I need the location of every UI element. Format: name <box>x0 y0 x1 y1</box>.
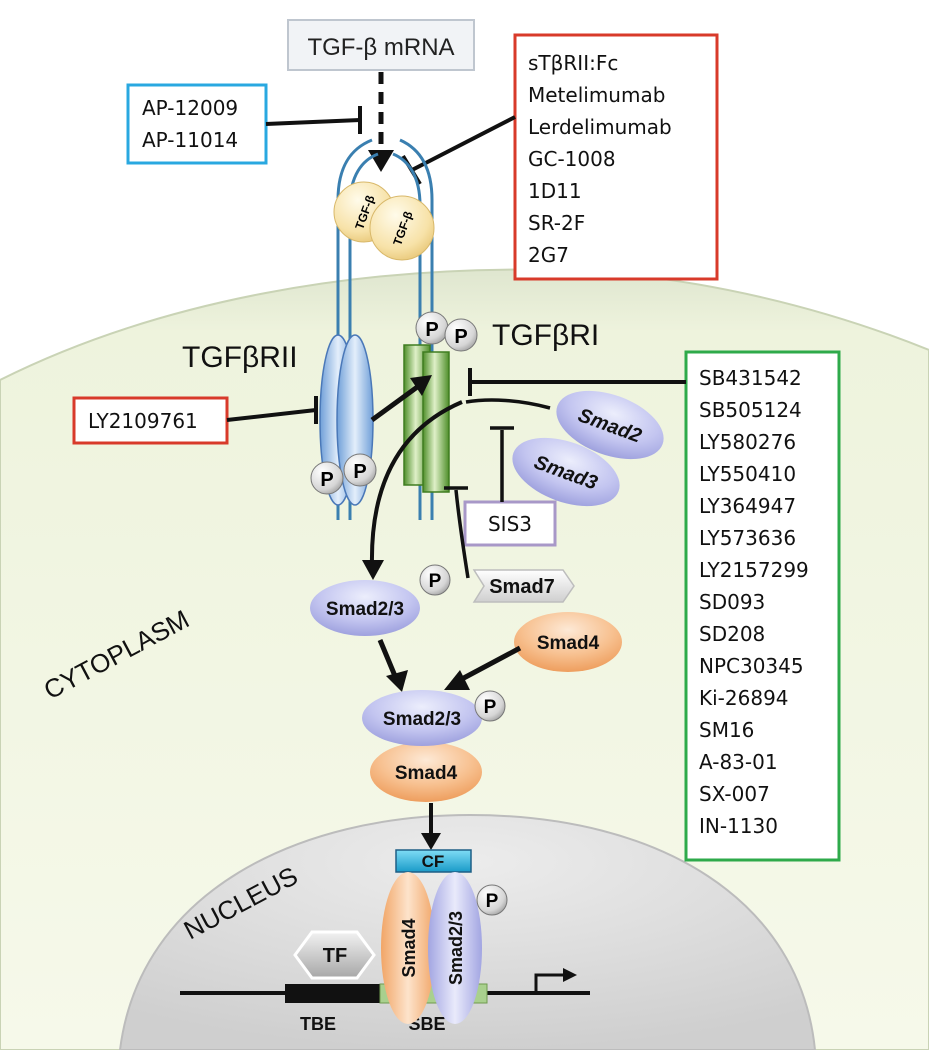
ly2109761-inhibition-line <box>226 408 317 422</box>
ligand-trap-item: Lerdelimumab <box>528 115 672 139</box>
cofactor-box: CF <box>395 849 472 873</box>
smad7-inhibition-line <box>454 489 470 579</box>
smad4-label: Smad4 <box>399 918 419 977</box>
smad7-label: Smad7 <box>489 576 555 598</box>
smad23-label: Smad2/3 <box>383 709 461 730</box>
transcription-start-arrow-head <box>563 968 577 982</box>
phospho-label: P <box>484 697 497 718</box>
kinase-inhibitor-item: SM16 <box>699 718 754 742</box>
transcription-factor: TF <box>293 930 376 980</box>
tgfbri-receptor <box>403 325 450 520</box>
phospho-label: P <box>353 461 366 483</box>
tgfbrii-phospho: P P <box>310 453 377 495</box>
kinase-inhibitor-item: SD208 <box>699 622 765 646</box>
smad-recruitment-line <box>465 398 551 410</box>
phospho-label: P <box>429 571 442 592</box>
antisense-inhibitor-box: AP-12009 AP-11014 <box>126 83 268 165</box>
smad4-to-complex-arrow-head <box>444 670 470 690</box>
kinase-inhibitor-item: LY550410 <box>699 462 796 486</box>
smad-phosphorylation-arrow-head <box>362 560 384 580</box>
tgf-beta-mrna-label: TGF-β mRNA <box>307 34 454 61</box>
phospho-label: P <box>320 469 333 491</box>
kinase-inhibitor-item: IN-1130 <box>699 814 778 838</box>
antisense-item: AP-11014 <box>142 128 238 152</box>
smad3-node: Smad3 <box>512 437 620 507</box>
smad23-label: Smad2/3 <box>326 599 404 620</box>
phospho-label: P <box>454 326 467 348</box>
tbe-element <box>285 984 380 1003</box>
kinase-inhibitor-item: LY364947 <box>699 494 796 518</box>
kinase-inhibitor-item: NPC30345 <box>699 654 804 678</box>
cf-label: CF <box>422 852 445 871</box>
ly2109761-box: LY2109761 <box>72 396 229 445</box>
kinase-inhibitor-item: A-83-01 <box>699 750 778 774</box>
kinase-inhibitor-item: SD093 <box>699 590 765 614</box>
rii-to-ri-arrow-head <box>410 375 432 396</box>
phospho-label: P <box>425 319 438 341</box>
tgfbri-phospho: P P <box>415 311 478 352</box>
tgfbri-label: TGFβRI <box>492 319 599 352</box>
ligand-trap-item: 2G7 <box>528 243 569 267</box>
rii-to-ri-arrow <box>370 382 422 423</box>
kinase-inhibitor-item: LY580276 <box>699 430 796 454</box>
smad7-node: Smad7 <box>472 569 575 603</box>
smad4-node: Smad4 <box>514 612 622 672</box>
smad4-label: Smad4 <box>537 633 600 654</box>
sbe-label: SBE <box>408 1014 445 1034</box>
sis3-box: SIS3 <box>463 500 557 547</box>
antisense-item: AP-12009 <box>142 96 238 120</box>
ligand-trap-item: 1D11 <box>528 179 582 203</box>
ligand-trap-antibody-box: sTβRII:Fc Metelimumab Lerdelimumab GC-10… <box>513 33 719 281</box>
kinase-inhibitor-item: LY2157299 <box>699 558 809 582</box>
smad2-node: Smad2 <box>556 390 664 460</box>
ligand-trap-item: sTβRII:Fc <box>528 51 618 75</box>
kinase-inhibitor-item: SX-007 <box>699 782 770 806</box>
tgf-beta-ligand-dimer: TGF-β TGF-β <box>333 181 435 261</box>
kinase-inhibitor-item: Ki-26894 <box>699 686 789 710</box>
smad-phosphorylation-arrow <box>369 400 463 566</box>
tgf-beta-mrna-box: TGF-β mRNA <box>287 19 475 71</box>
smad4-to-complex-arrow <box>458 645 522 683</box>
tbe-label: TBE <box>300 1014 336 1034</box>
complex-to-nucleus-arrow-head <box>421 833 441 850</box>
ly2109761-label: LY2109761 <box>88 409 198 433</box>
phospho-smad23-node: Smad2/3 P <box>310 564 451 636</box>
smad23-label: Smad2/3 <box>446 911 466 985</box>
tgfbrii-label: TGFβRII <box>182 341 298 374</box>
smad-complex: Smad4 Smad2/3 P <box>362 690 506 802</box>
phospho-label: P <box>486 891 499 912</box>
ligand-trap-item: Metelimumab <box>528 83 665 107</box>
smad4-label: Smad4 <box>395 763 458 784</box>
tf-label: TF <box>323 945 347 967</box>
antisense-inhibition-line <box>265 118 361 126</box>
kinase-inhibitor-item: SB431542 <box>699 366 802 390</box>
nuclear-smad-complex: Smad4 Smad2/3 P <box>381 872 508 1024</box>
smad23-to-complex-arrow <box>377 639 398 677</box>
ligand-trap-item: GC-1008 <box>528 147 616 171</box>
mrna-arrow-head <box>368 150 394 172</box>
sis3-label: SIS3 <box>488 512 532 536</box>
ligand-trap-item: SR-2F <box>528 211 585 235</box>
kinase-inhibitor-box: SB431542 SB505124 LY580276 LY550410 LY36… <box>684 350 841 862</box>
kinase-inhibitor-item: LY573636 <box>699 526 796 550</box>
kinase-inhibitor-item: SB505124 <box>699 398 802 422</box>
ligand-trap-inhibition-line <box>411 115 516 172</box>
smad23-to-complex-arrow-head <box>386 670 408 692</box>
transcription-start-arrow <box>534 973 565 993</box>
